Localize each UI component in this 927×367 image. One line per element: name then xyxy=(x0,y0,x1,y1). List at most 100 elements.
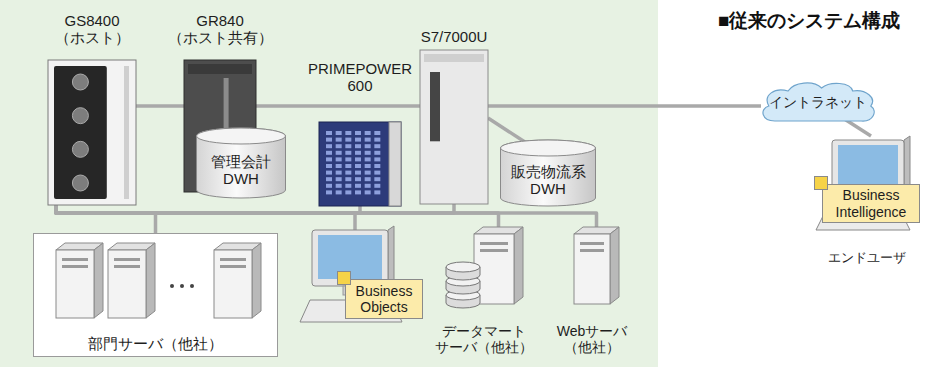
disk-top xyxy=(446,262,480,272)
vent xyxy=(326,164,332,168)
node-label: 販売物流系 DWH xyxy=(504,163,592,198)
node-label: エンドユーザ xyxy=(812,251,922,266)
vent xyxy=(355,177,361,181)
vent xyxy=(374,164,380,168)
drive-bay xyxy=(480,249,508,252)
server-group: 部門サーバ（他社） xyxy=(33,233,278,357)
vent xyxy=(326,157,332,161)
vent xyxy=(326,177,332,181)
fan xyxy=(72,141,88,157)
cabinet xyxy=(48,60,136,205)
vent xyxy=(374,177,380,181)
node-label: 管理会計 DWH xyxy=(200,153,282,188)
node-label: Business Objects xyxy=(349,283,419,315)
vent xyxy=(374,144,380,148)
vent xyxy=(365,190,371,194)
vent xyxy=(374,151,380,155)
vent xyxy=(326,190,332,194)
vent xyxy=(336,138,342,142)
monitor-screen xyxy=(838,145,898,187)
cabinet xyxy=(319,122,401,206)
vent xyxy=(374,131,380,135)
tower-side xyxy=(252,243,261,318)
diagram-title: ■従来のシステム構成 xyxy=(718,8,900,34)
vent xyxy=(345,164,351,168)
vent xyxy=(345,151,351,155)
database-cylinder: 管理会計 DWH xyxy=(196,128,286,198)
vent xyxy=(326,184,332,188)
fan xyxy=(72,108,88,124)
server-box: Webサーバ （他社） xyxy=(550,222,634,357)
vent xyxy=(326,151,332,155)
door-slot xyxy=(430,72,440,141)
drive-bay xyxy=(114,258,140,261)
monitor xyxy=(832,136,910,194)
server-tower xyxy=(108,243,155,318)
vent xyxy=(336,157,342,161)
node-label: GS8400 （ホスト） xyxy=(44,12,140,47)
vent xyxy=(336,144,342,148)
vent xyxy=(336,184,342,188)
vent xyxy=(365,151,371,155)
front-panel xyxy=(54,66,107,199)
server-tower xyxy=(574,227,619,304)
server-body xyxy=(48,60,136,205)
node-label: GR840 （ホスト共有） xyxy=(162,12,278,47)
network-line xyxy=(488,118,528,144)
node-label: イントラネット xyxy=(758,94,878,110)
cylinder-body xyxy=(197,128,286,198)
vent xyxy=(345,157,351,161)
ellipsis-dot xyxy=(190,284,194,288)
drive-bay xyxy=(480,242,508,245)
server-box: S7/7000U xyxy=(418,28,490,204)
vent xyxy=(336,177,342,181)
fan xyxy=(72,175,88,191)
monitor-side xyxy=(904,136,910,194)
system-panel xyxy=(0,0,658,367)
vent xyxy=(336,131,342,135)
tower-side xyxy=(514,227,523,304)
vent xyxy=(365,177,371,181)
vent xyxy=(355,157,361,161)
fan xyxy=(72,74,88,90)
vent xyxy=(365,164,371,168)
node-label: Business Intelligence xyxy=(826,187,916,219)
corner-tab xyxy=(337,271,351,285)
vent xyxy=(336,151,342,155)
server-body xyxy=(420,50,488,204)
vent xyxy=(365,184,371,188)
node-label: PRIMEPOWER 600 xyxy=(305,60,415,95)
vent xyxy=(326,131,332,135)
node-label: 部門サーバ（他社） xyxy=(33,335,278,352)
network-cloud: イントラネット xyxy=(758,80,878,124)
vent xyxy=(345,184,351,188)
ellipsis-dot xyxy=(170,284,174,288)
cylinder-body xyxy=(501,140,596,206)
top-band xyxy=(424,54,484,62)
node-label: Webサーバ （他社） xyxy=(550,323,634,355)
vent xyxy=(365,138,371,142)
tower-front xyxy=(56,250,94,318)
monitor xyxy=(312,230,388,286)
node-label: データマート サーバ（他社） xyxy=(432,323,536,355)
cabinet xyxy=(420,50,488,204)
database-cylinder: 販売物流系 DWH xyxy=(500,140,596,206)
server-tower xyxy=(474,227,523,304)
tower-front xyxy=(108,250,146,318)
cylinder-top xyxy=(197,128,286,144)
server-tower xyxy=(214,243,261,318)
server-body xyxy=(319,122,401,206)
vent xyxy=(355,190,361,194)
vent xyxy=(355,164,361,168)
drive-bay xyxy=(220,265,246,268)
drive-bay xyxy=(220,258,246,261)
drive-bay xyxy=(62,258,88,261)
vent xyxy=(336,190,342,194)
tower-side xyxy=(610,227,619,304)
vent xyxy=(345,138,351,142)
vent xyxy=(355,184,361,188)
vent xyxy=(345,144,351,148)
vent xyxy=(365,131,371,135)
drive-bay xyxy=(114,265,140,268)
vent xyxy=(336,164,342,168)
